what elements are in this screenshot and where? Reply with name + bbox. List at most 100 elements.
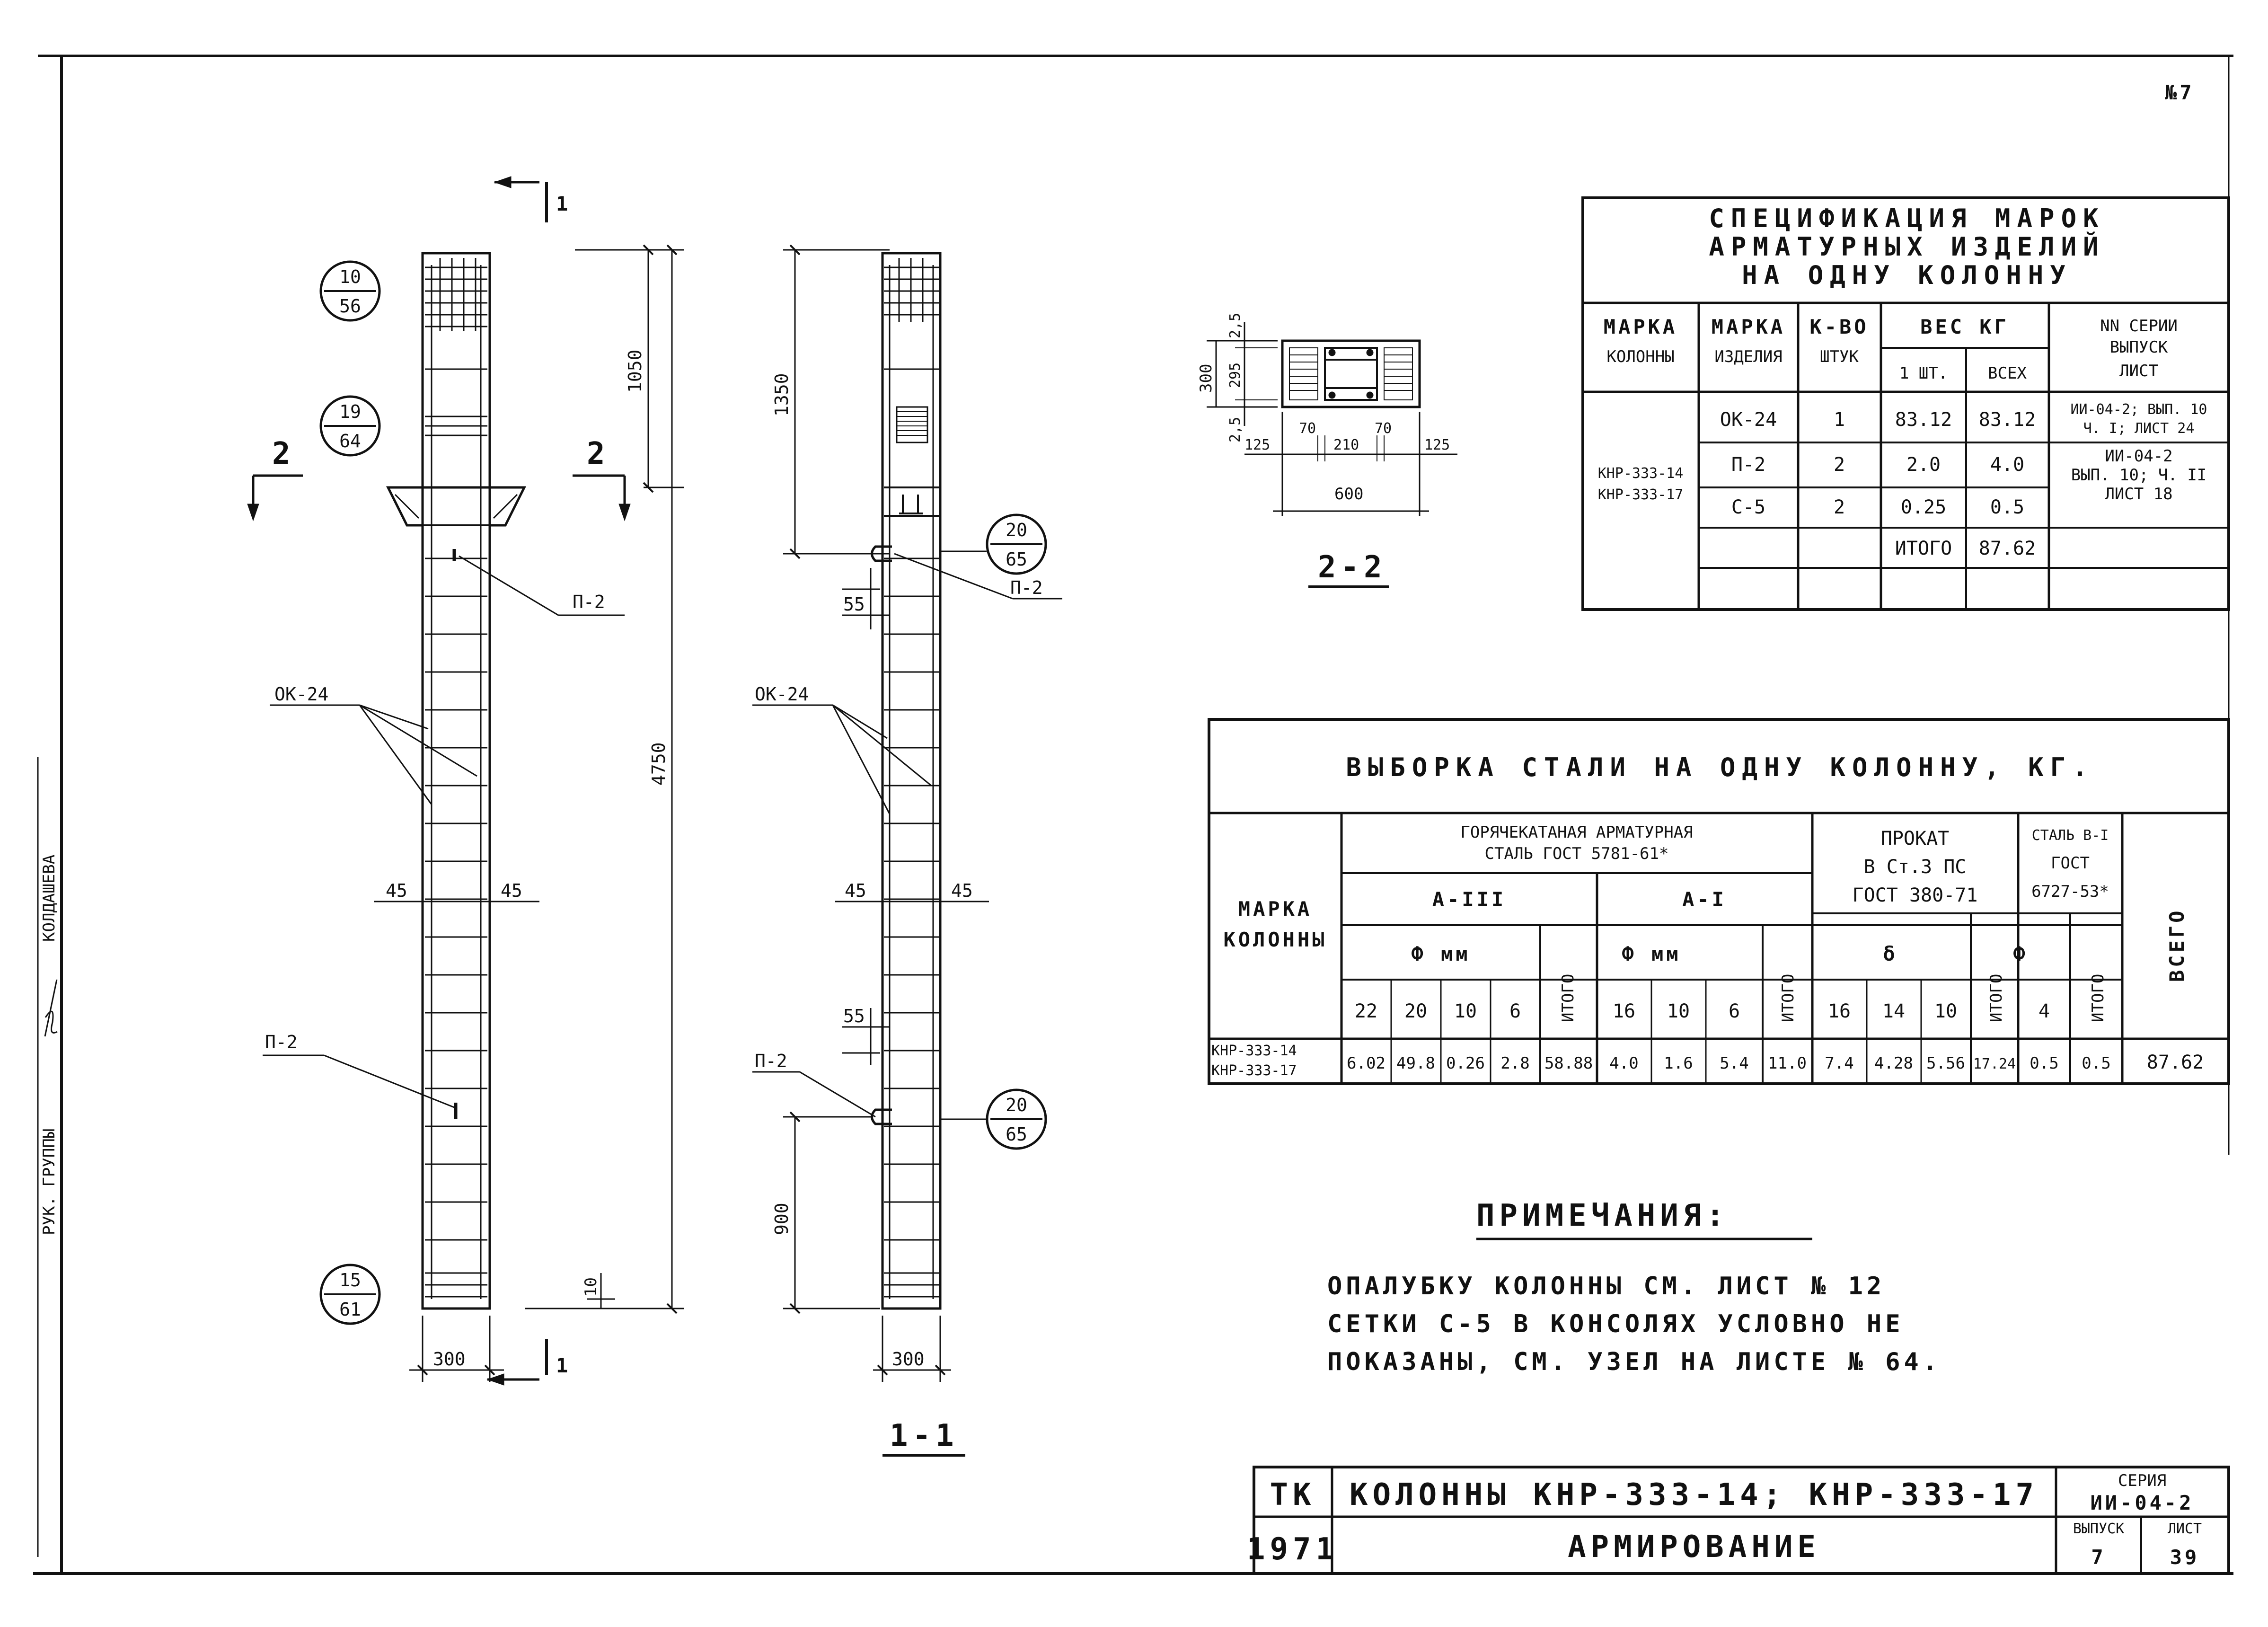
steel-h-prokat-1: ПРОКАТ <box>1881 828 1950 849</box>
steel-v-a3-22: 6.02 <box>1347 1054 1386 1073</box>
spec-row2-wall: 4.0 <box>1990 454 2024 476</box>
section-mark-1-bottom: 1 <box>556 1354 571 1377</box>
steel-d-a1-10: 10 <box>1667 1000 1690 1022</box>
section-2-2 <box>1207 322 1457 588</box>
spec-ref2-2: ВЫП. 10; Ч. II <box>2071 466 2207 485</box>
svg-text:19: 19 <box>339 401 361 422</box>
spec-row3-w1: 0.25 <box>1901 496 1946 518</box>
steel-h-phi-mm-a3: Ф мм <box>1411 942 1470 965</box>
steel-h-itogo-prokat: ИТОГО <box>1987 974 2006 1022</box>
steel-h-a1: А-I <box>1682 888 1727 911</box>
section-title-1-1: 1-1 <box>890 1418 959 1453</box>
dim-1050: 1050 <box>625 349 645 393</box>
signature <box>44 979 58 1037</box>
position-mark-20-65-upper: 20 65 <box>986 513 1047 575</box>
svg-text:15: 15 <box>339 1270 361 1291</box>
steel-d-a1-6: 6 <box>1729 1000 1740 1022</box>
steel-table <box>1208 718 2230 1085</box>
steel-v-a3-20: 49.8 <box>1396 1054 1435 1073</box>
spec-ref1-1: ИИ-04-2; ВЫП. 10 <box>2071 401 2207 418</box>
spec-h-ves: ВЕС КГ <box>1920 315 2009 338</box>
side-labels: КОЛДАШЕВА РУК. ГРУППЫ <box>37 757 59 1557</box>
steel-d-a3-10: 10 <box>1454 1000 1477 1022</box>
section-mark-2-right: 2 <box>587 436 610 471</box>
dim-45-left: 45 <box>386 880 407 901</box>
steel-v-a3-10: 0.26 <box>1446 1054 1485 1073</box>
spec-total-value: 87.62 <box>1979 538 2036 559</box>
steel-v-a1-16: 4.0 <box>1609 1054 1638 1073</box>
dim-4750: 4750 <box>648 742 669 786</box>
spec-h-vseh: ВСЕХ <box>1988 364 2027 383</box>
position-mark-15-61: 15 61 <box>319 1264 381 1325</box>
stamp-series-value: ИИ-04-2 <box>2090 1491 2194 1514</box>
steel-row-mark-2: КНР-333-17 <box>1211 1062 1297 1079</box>
spec-h-marka-izd-1: МАРКА <box>1712 315 1785 338</box>
steel-d-a3-20: 20 <box>1404 1000 1427 1022</box>
sec22-dim-300: 300 <box>1197 364 1216 393</box>
position-mark-19-64: 19 64 <box>319 395 381 457</box>
spec-title-2: АРМАТУРНЫХ ИЗДЕЛИЙ <box>1709 232 2105 262</box>
dim-45-right-b: 45 <box>951 880 973 901</box>
column-elevation-front <box>247 176 684 1386</box>
label-ok24-section: ОК-24 <box>755 684 809 705</box>
spec-h-marka-kol-2: КОЛОННЫ <box>1606 347 1674 366</box>
position-mark-10-56: 10 56 <box>319 260 381 322</box>
spec-row1-w1: 83.12 <box>1895 409 1952 431</box>
sec22-dim-25-top: 2,5 <box>1227 313 1244 338</box>
steel-h-phi-mm-a1: Ф мм <box>1622 942 1681 965</box>
steel-v-a1-6: 5.4 <box>1720 1054 1748 1073</box>
spec-h-series-1: NN СЕРИИ <box>2100 317 2178 336</box>
sec22-dim-295: 295 <box>1227 363 1244 388</box>
spec-row1-izd: ОК-24 <box>1720 409 1777 431</box>
sec22-dim-70-left: 70 <box>1299 420 1316 437</box>
spec-h-kvo-2: ШТУК <box>1820 347 1859 366</box>
spec-row2-w1: 2.0 <box>1906 454 1941 476</box>
notes-line-1: ОПАЛУБКУ КОЛОННЫ СМ. ЛИСТ № 12 <box>1327 1272 1885 1300</box>
svg-text:61: 61 <box>339 1299 361 1320</box>
steel-h-hot-1: ГОРЯЧЕКАТАНАЯ АРМАТУРНАЯ <box>1460 823 1693 842</box>
spec-title-1: СПЕЦИФИКАЦИЯ МАРОК <box>1709 203 2105 233</box>
title-block <box>1253 1466 2230 1575</box>
stamp-list-value: 39 <box>2170 1546 2200 1569</box>
steel-h-a3: А-III <box>1432 888 1506 911</box>
stamp-subtitle: АРМИРОВАНИЕ <box>1568 1530 1820 1565</box>
stamp-vypusk-value: 7 <box>2091 1546 2106 1569</box>
steel-d-pr-10: 10 <box>1934 1000 1957 1022</box>
dim-45-left-b: 45 <box>845 880 866 901</box>
stamp-series-label: СЕРИЯ <box>2118 1471 2166 1490</box>
stamp-list-label: ЛИСТ <box>2168 1521 2202 1537</box>
steel-v-pr-itogo: 17.24 <box>1973 1056 2016 1072</box>
notes-title: ПРИМЕЧАНИЯ: <box>1476 1198 1729 1233</box>
spec-row1-qty: 1 <box>1834 409 1845 431</box>
svg-text:56: 56 <box>339 296 361 317</box>
spec-h-marka-kol-1: МАРКА <box>1604 315 1677 338</box>
svg-text:64: 64 <box>339 431 361 451</box>
spec-table <box>1581 196 2230 611</box>
steel-h-phi: Ф <box>2013 942 2028 965</box>
column-section-1-1 <box>752 244 1062 1457</box>
section-mark-2-left: 2 <box>272 436 295 471</box>
steel-v-pr-16: 7.4 <box>1825 1054 1853 1073</box>
spec-h-1sht: 1 ШТ. <box>1899 364 1948 383</box>
spec-row3-qty: 2 <box>1834 496 1845 518</box>
svg-text:10: 10 <box>339 266 361 287</box>
steel-h-marka-1: МАРКА <box>1238 897 1312 920</box>
steel-v-a3-6: 2.8 <box>1500 1054 1529 1073</box>
author-label: КОЛДАШЕВА <box>40 855 59 942</box>
steel-d-a1-16: 16 <box>1613 1000 1635 1022</box>
spec-row3-wall: 0.5 <box>1990 496 2024 518</box>
sec22-dim-125-right: 125 <box>1424 437 1450 453</box>
steel-title: ВЫБОРКА СТАЛИ НА ОДНУ КОЛОННУ, КГ. <box>1346 752 2094 782</box>
steel-v-b1-itogo: 0.5 <box>2082 1054 2110 1073</box>
dim-45-right: 45 <box>501 880 522 901</box>
sec22-dim-70-right: 70 <box>1375 420 1392 437</box>
steel-h-marka-2: КОЛОННЫ <box>1223 928 1327 951</box>
steel-row-mark-1: КНР-333-14 <box>1211 1043 1297 1059</box>
spec-h-kvo-1: К-ВО <box>1809 315 1869 338</box>
sec22-dim-600: 600 <box>1334 485 1363 504</box>
steel-h-delta: δ <box>1883 942 1897 965</box>
dim-55-lower: 55 <box>843 1006 865 1026</box>
steel-v-a1-itogo: 11.0 <box>1768 1054 1807 1073</box>
label-ok24-left: ОК-24 <box>274 684 328 705</box>
